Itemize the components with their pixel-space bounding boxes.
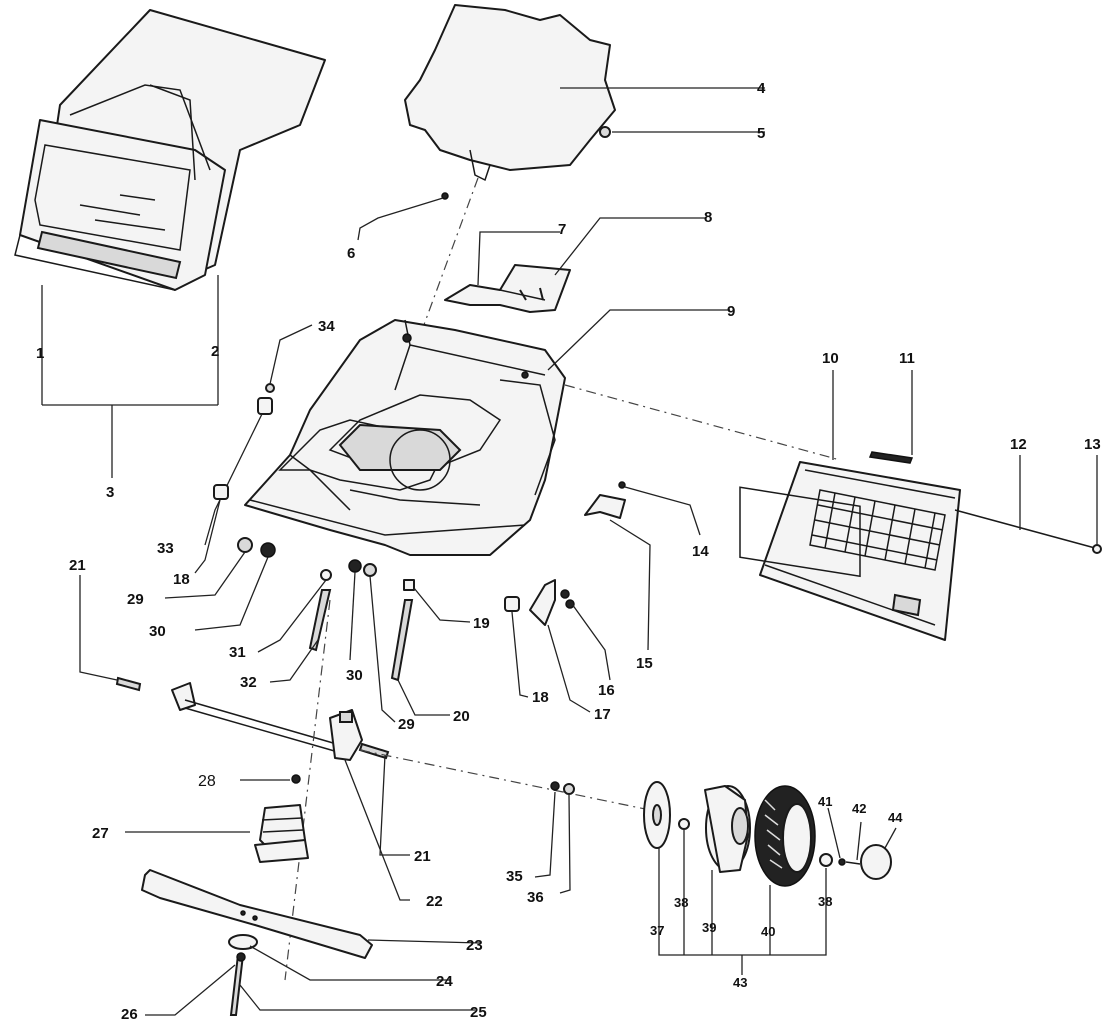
label-30-left: 30 [149, 623, 166, 640]
screw-42 [845, 861, 861, 865]
washer-24 [228, 934, 258, 950]
washer-31 [320, 569, 332, 581]
bearing-38a [678, 818, 690, 830]
nut-35 [550, 781, 560, 791]
label-18-left: 18 [173, 571, 190, 588]
label-29-left: 29 [127, 591, 144, 608]
label-1: 1 [36, 345, 44, 362]
label-41: 41 [818, 794, 832, 809]
bushing-18-left [213, 484, 229, 500]
label-2: 2 [211, 343, 219, 360]
bearing-38b [819, 853, 833, 867]
nut-41 [838, 858, 846, 866]
label-27: 27 [92, 825, 109, 842]
label-13: 13 [1084, 436, 1101, 453]
spring-34 [265, 383, 275, 393]
rod-12 [954, 509, 1096, 549]
label-43: 43 [733, 975, 747, 990]
end-13 [1092, 544, 1102, 554]
label-32: 32 [240, 674, 257, 691]
label-23: 23 [466, 937, 483, 954]
label-26: 26 [121, 1006, 138, 1023]
blade-adapter-27 [254, 804, 309, 863]
spring-32 [308, 589, 332, 652]
label-20: 20 [453, 708, 470, 725]
label-6: 6 [347, 245, 355, 262]
bolt-28 [291, 774, 301, 784]
label-15: 15 [636, 655, 653, 672]
bag-label-group [41, 275, 219, 478]
label-24: 24 [436, 973, 453, 990]
label-33: 33 [157, 540, 174, 557]
washer-29-left [237, 537, 253, 553]
label-22: 22 [426, 893, 443, 910]
label-44: 44 [888, 810, 903, 825]
label-42: 42 [852, 801, 866, 816]
label-21-right: 21 [414, 848, 431, 865]
label-8: 8 [704, 209, 712, 226]
bushing-18-right [504, 596, 520, 612]
blade-23 [141, 869, 373, 959]
bolt-21-left [115, 676, 142, 692]
label-19: 19 [473, 615, 490, 632]
bolt-16a [560, 589, 570, 599]
label-5: 5 [757, 125, 765, 142]
rear-axle [171, 682, 363, 761]
label-9: 9 [727, 303, 735, 320]
washer-36 [563, 783, 575, 795]
label-7: 7 [558, 221, 566, 238]
label-21-left: 21 [69, 557, 86, 574]
label-18-right: 18 [532, 689, 549, 706]
nut-30-left [260, 542, 276, 558]
label-4: 4 [757, 80, 766, 97]
clip-19 [403, 579, 415, 591]
clip-11 [868, 451, 914, 464]
label-25: 25 [470, 1004, 487, 1021]
label-3: 3 [106, 484, 114, 501]
label-36: 36 [527, 889, 544, 906]
mower-deck [244, 319, 566, 556]
label-29-center: 29 [398, 716, 415, 733]
label-10: 10 [822, 350, 839, 367]
label-11: 11 [899, 350, 915, 367]
bushing-33 [257, 397, 273, 415]
engine-bolt-6 [441, 192, 449, 200]
label-39: 39 [702, 920, 716, 935]
wheel-assembly [643, 781, 892, 887]
label-17: 17 [594, 706, 611, 723]
baffle-plate [444, 264, 571, 313]
label-37: 37 [650, 923, 664, 938]
label-40: 40 [761, 924, 775, 939]
bolt-16b [565, 599, 575, 609]
label-38-left: 38 [674, 895, 688, 910]
label-35: 35 [506, 868, 523, 885]
label-16: 16 [598, 682, 615, 699]
cap-44 [860, 844, 892, 880]
label-12: 12 [1010, 436, 1027, 453]
bracket-15 [584, 494, 626, 519]
label-14: 14 [692, 543, 709, 560]
spring-20 [390, 599, 414, 682]
label-28: 28 [198, 773, 216, 790]
screw-14 [618, 481, 626, 489]
lever-17 [529, 579, 556, 626]
nut-30-center [348, 559, 362, 573]
washer-29-center [363, 563, 377, 577]
part-labels: 1 2 3 4 5 6 7 8 9 10 11 12 13 14 15 16 1… [36, 80, 1101, 1023]
label-38-right: 38 [818, 894, 832, 909]
bolt-25 [229, 954, 245, 1016]
engine [404, 4, 616, 182]
grass-bag [14, 9, 326, 291]
rear-flap [739, 461, 961, 641]
label-34: 34 [318, 318, 335, 335]
bolt-21-right [358, 742, 390, 760]
label-31: 31 [229, 644, 246, 661]
label-30-center: 30 [346, 667, 363, 684]
